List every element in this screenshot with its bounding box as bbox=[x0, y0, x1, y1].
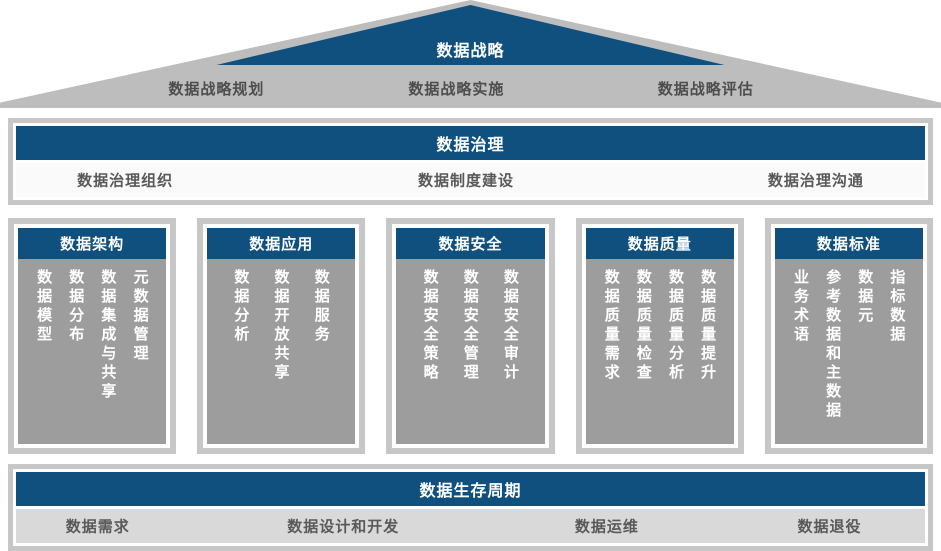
pillar-body: 数据质量需求 数据质量检查 数据质量分析 数据质量提升 bbox=[585, 259, 734, 444]
pillar-item: 数据元 bbox=[856, 269, 875, 326]
lifecycle-item-design-dev: 数据设计和开发 bbox=[287, 517, 400, 536]
pillar-item: 指标数据 bbox=[888, 269, 907, 345]
pillar-body: 数据模型 数据分布 数据集成与共享 元数据管理 bbox=[18, 259, 167, 444]
capability-pillars: 数据架构 数据模型 数据分布 数据集成与共享 元数据管理 数据应用 数据分析 数… bbox=[8, 218, 934, 454]
data-strategy-roof: 数据战略 数据战略规划 数据战略实施 数据战略评估 bbox=[0, 0, 941, 108]
data-strategy-title: 数据战略 bbox=[436, 41, 505, 60]
data-governance-title: 数据治理 bbox=[16, 126, 925, 160]
pillar-title: 数据标准 bbox=[774, 228, 924, 259]
pillar-data-security: 数据安全 数据安全策略 数据安全管理 数据安全审计 bbox=[386, 218, 555, 454]
pillar-item: 数据质量提升 bbox=[699, 269, 718, 383]
data-governance-items: 数据治理组织 数据制度建设 数据治理沟通 bbox=[16, 163, 925, 197]
pillar-item: 数据集成与共享 bbox=[99, 269, 118, 402]
pillar-title: 数据质量 bbox=[585, 228, 734, 259]
data-governance-band: 数据治理 数据治理组织 数据制度建设 数据治理沟通 bbox=[8, 118, 933, 205]
pillar-data-quality: 数据质量 数据质量需求 数据质量检查 数据质量分析 数据质量提升 bbox=[575, 218, 744, 454]
lifecycle-item-retirement: 数据退役 bbox=[797, 517, 862, 536]
pillar-body: 业务术语 参考数据和主数据 数据元 指标数据 bbox=[774, 259, 924, 444]
governance-item-system: 数据制度建设 bbox=[417, 171, 514, 190]
pillar-item: 数据分析 bbox=[232, 269, 251, 345]
pillar-item: 数据分布 bbox=[67, 269, 86, 345]
governance-item-organization: 数据治理组织 bbox=[77, 171, 174, 190]
pillar-item: 元数据管理 bbox=[131, 269, 150, 364]
strategy-item-planning: 数据战略规划 bbox=[168, 80, 265, 98]
data-lifecycle-band: 数据生存周期 数据需求 数据设计和开发 数据运维 数据退役 bbox=[8, 464, 933, 551]
pillar-title: 数据应用 bbox=[207, 228, 356, 259]
pillar-item: 数据安全策略 bbox=[421, 269, 440, 383]
data-lifecycle-title: 数据生存周期 bbox=[16, 472, 925, 506]
lifecycle-item-operations: 数据运维 bbox=[574, 517, 639, 536]
pillar-item: 数据安全管理 bbox=[461, 269, 480, 383]
pillar-item: 业务术语 bbox=[791, 269, 810, 345]
pillar-item: 数据模型 bbox=[35, 269, 54, 345]
pillar-item: 数据质量需求 bbox=[602, 269, 621, 383]
pillar-data-architecture: 数据架构 数据模型 数据分布 数据集成与共享 元数据管理 bbox=[8, 218, 177, 454]
pillar-item: 数据安全审计 bbox=[501, 269, 520, 383]
pillar-item: 数据质量检查 bbox=[634, 269, 653, 383]
pillar-item: 数据质量分析 bbox=[667, 269, 686, 383]
pillar-data-standards: 数据标准 业务术语 参考数据和主数据 数据元 指标数据 bbox=[764, 218, 934, 454]
pillar-title: 数据架构 bbox=[18, 228, 167, 259]
pillar-item: 参考数据和主数据 bbox=[824, 269, 843, 421]
pillar-title: 数据安全 bbox=[396, 228, 545, 259]
pillar-data-application: 数据应用 数据分析 数据开放共享 数据服务 bbox=[197, 218, 366, 454]
governance-item-communication: 数据治理沟通 bbox=[767, 171, 864, 190]
data-lifecycle-items: 数据需求 数据设计和开发 数据运维 数据退役 bbox=[16, 509, 925, 543]
pillar-item: 数据服务 bbox=[312, 269, 331, 345]
strategy-item-implementation: 数据战略实施 bbox=[408, 80, 505, 98]
pillar-body: 数据安全策略 数据安全管理 数据安全审计 bbox=[396, 259, 545, 444]
pillar-item: 数据开放共享 bbox=[272, 269, 291, 383]
pillar-body: 数据分析 数据开放共享 数据服务 bbox=[207, 259, 356, 444]
strategy-item-evaluation: 数据战略评估 bbox=[657, 80, 754, 98]
lifecycle-item-requirements: 数据需求 bbox=[65, 517, 130, 536]
